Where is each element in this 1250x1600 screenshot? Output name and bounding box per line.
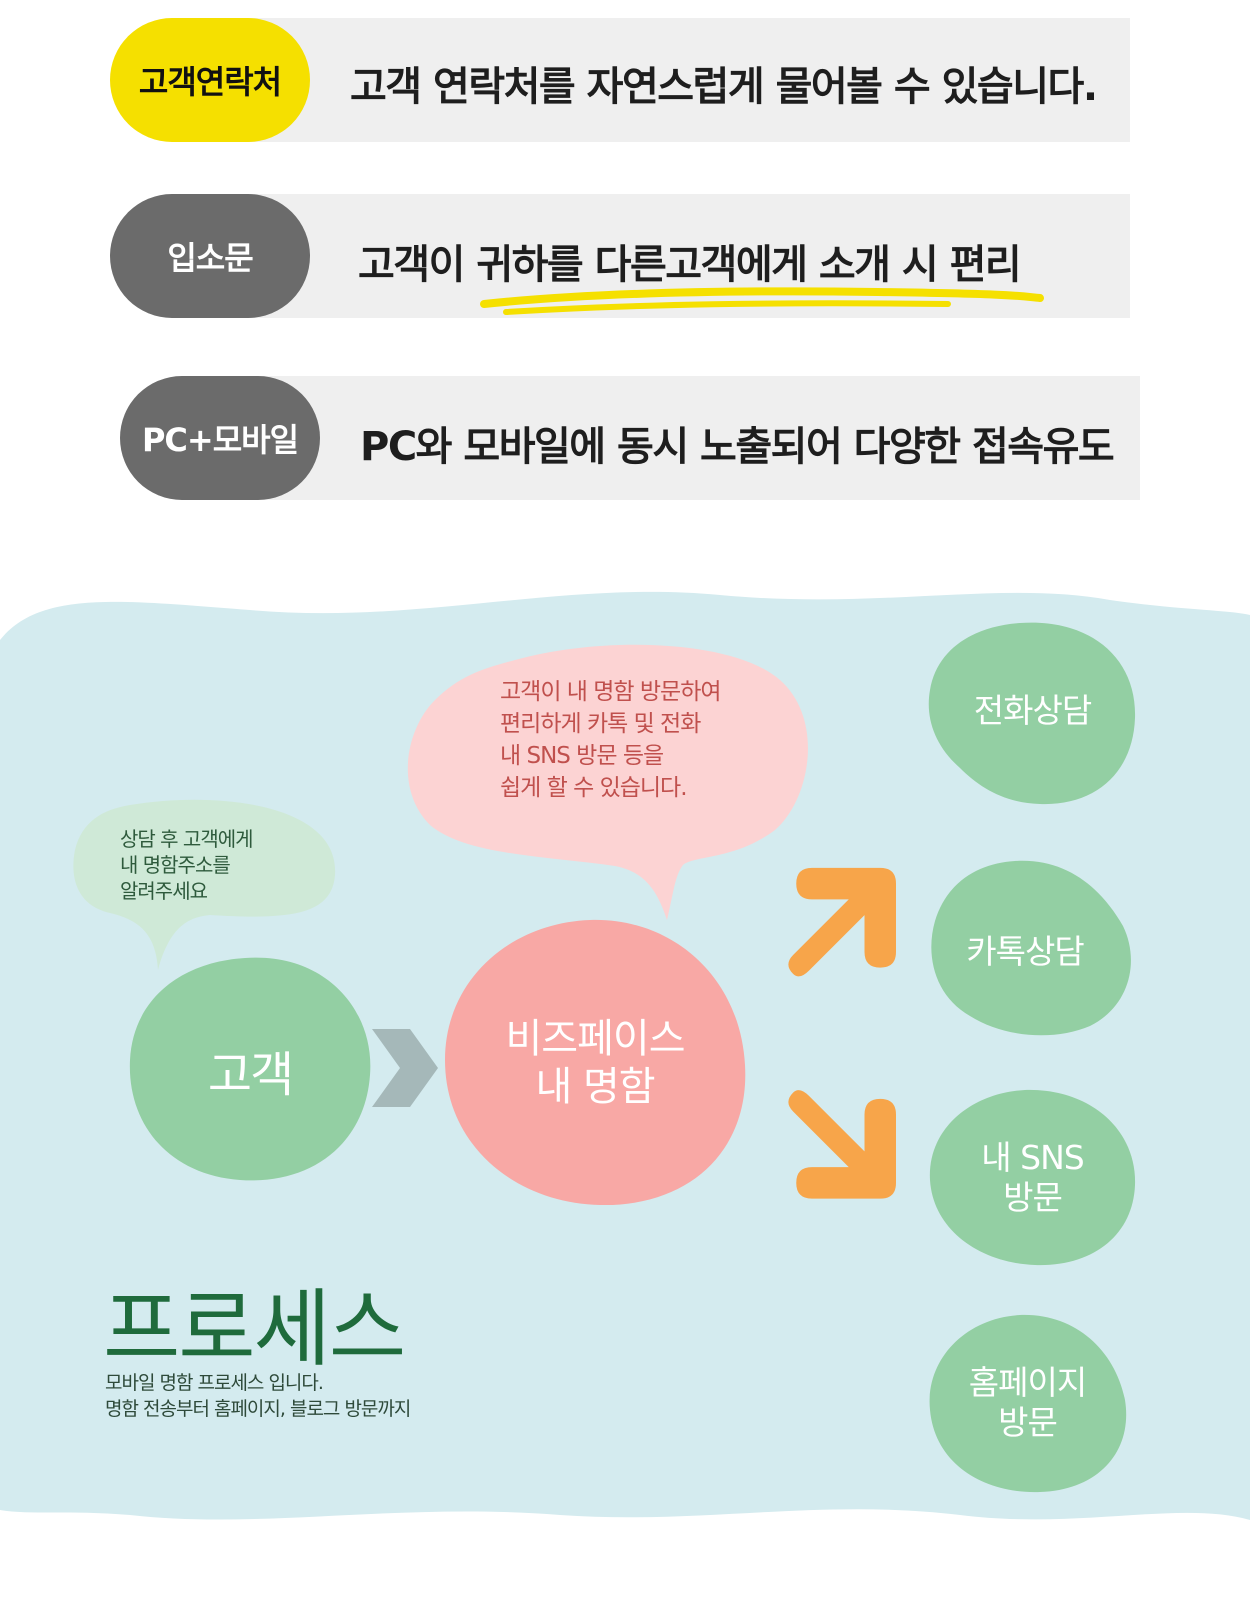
feature-bar [200, 18, 1130, 142]
speech-bubble-tip [73, 799, 336, 970]
process-title: 프로세스 [103, 1280, 406, 1378]
outcome-phone: 전화상담 [973, 691, 1092, 730]
arrow-up-right-icon [788, 867, 896, 977]
feature-text-wordofmouth: 고객이 귀하를 다른고객에게 소개 시 편리 [358, 242, 1022, 288]
outcome-blob [929, 1089, 1136, 1266]
feature-text-pc-mobile: PC와 모바일에 동시 노출되어 다양한 접속유도 [360, 424, 1115, 470]
customer-blob [129, 957, 371, 1181]
bizcard-blob [445, 919, 746, 1206]
outcome-sns: 내 SNS 방문 [981, 1137, 1084, 1217]
bizcard-label: 비즈페이스 내 명함 [505, 1015, 686, 1110]
speech-bubble-tip [407, 644, 808, 920]
process-description: 모바일 명함 프로세스 입니다. 명함 전송부터 홈페이지, 블로그 방문까지 [105, 1372, 411, 1420]
highlight-underline [480, 287, 1044, 315]
outcome-kakao: 카톡상담 [966, 931, 1084, 971]
feature-badge-wordofmouth: 입소문 [110, 194, 310, 318]
feature-badge-contact: 고객연락처 [110, 18, 310, 142]
speech-bubble-bizcard: 고객이 내 명함 방문하여 편리하게 카톡 및 전화 내 SNS 방문 등을 쉽… [500, 679, 722, 801]
outcome-blob [928, 622, 1136, 805]
outcome-blob [931, 860, 1131, 1036]
customer-label: 고객 [207, 1047, 294, 1103]
feature-text-contact: 고객 연락처를 자연스럽게 물어볼 수 있습니다. [350, 64, 1098, 110]
speech-bubble-customer: 상담 후 고객에게 내 명함주소를 알려주세요 [120, 827, 254, 903]
outcome-blob [929, 1314, 1127, 1493]
outcome-homepage: 홈페이지 방문 [968, 1362, 1087, 1442]
chevron-right-icon [372, 1029, 438, 1107]
arrow-down-right-icon [788, 1090, 896, 1199]
feature-badge-pc-mobile: PC+모바일 [120, 376, 320, 500]
feature-bar [210, 376, 1140, 500]
